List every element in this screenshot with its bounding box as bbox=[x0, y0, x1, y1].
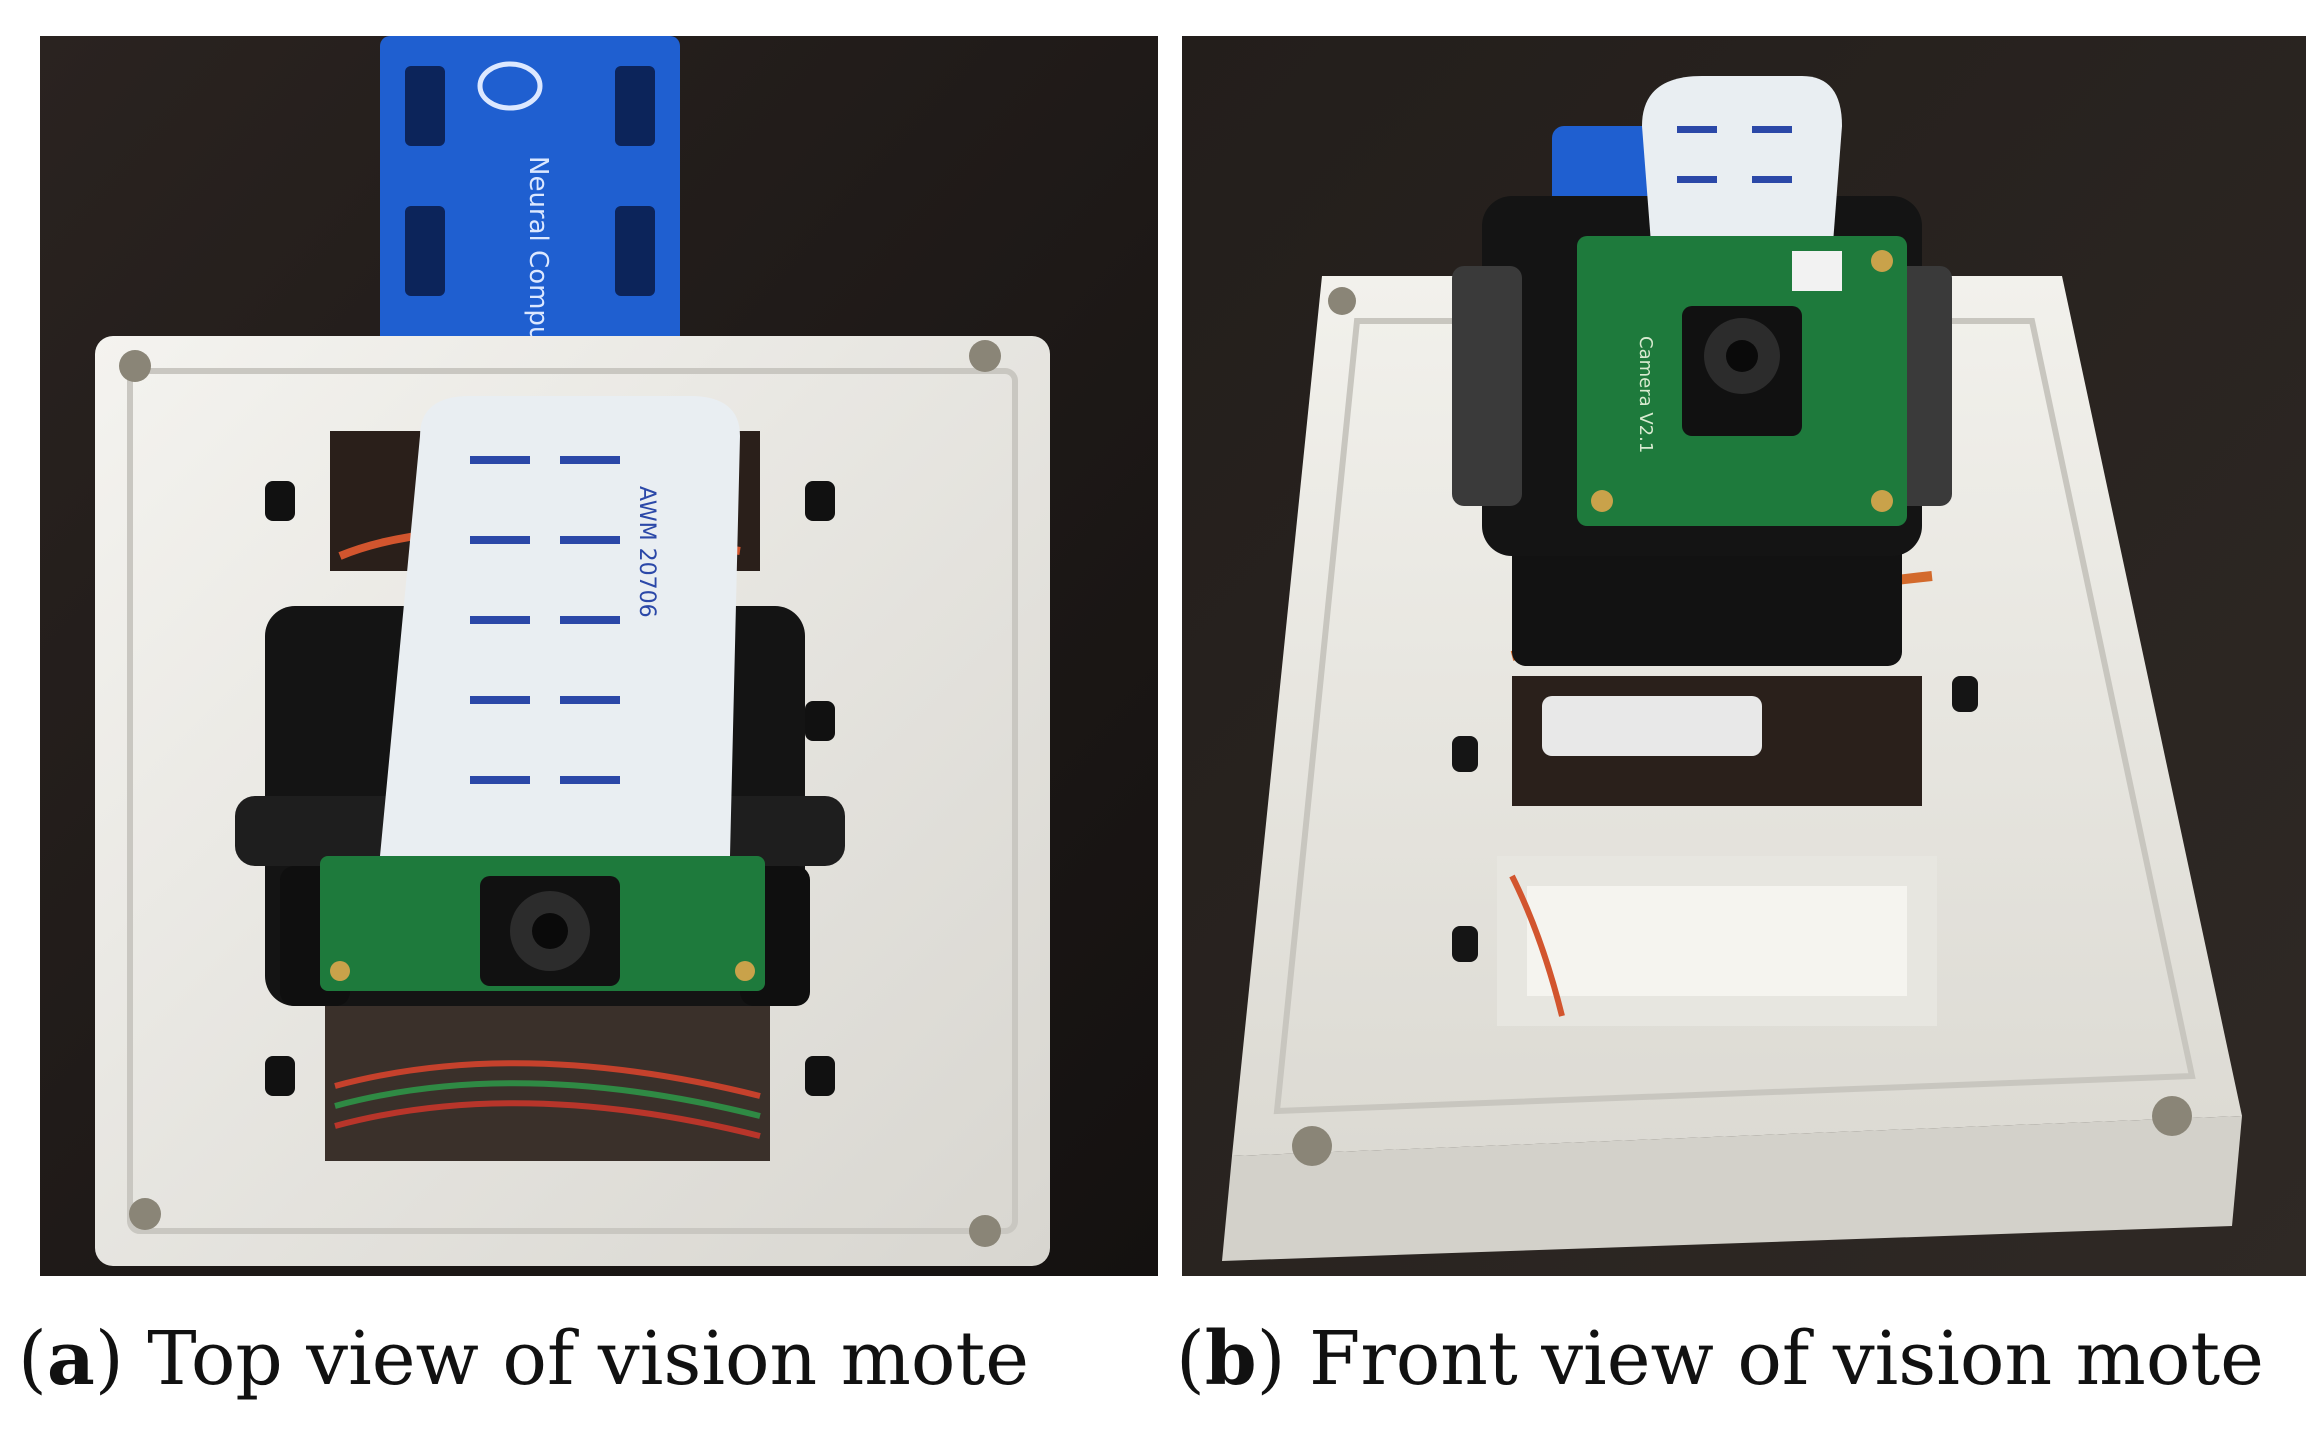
caption-front-view: (b) Front view of vision mote bbox=[1176, 1316, 2264, 1402]
photo-top-view: Neural Compute Stick 2 bbox=[40, 36, 1158, 1276]
ribbon-cable: AWM 20706 bbox=[380, 396, 740, 856]
ribbon-code: AWM 20706 bbox=[634, 486, 659, 618]
panel-letter-a: a bbox=[46, 1316, 95, 1402]
screw-icon bbox=[1292, 1126, 1332, 1166]
screw-icon bbox=[129, 1198, 161, 1230]
screw-icon bbox=[2152, 1096, 2192, 1136]
screw-icon bbox=[1328, 287, 1356, 315]
caption-text-a: Top view of vision mote bbox=[147, 1316, 1029, 1402]
enclosure bbox=[1222, 276, 2242, 1261]
screw-icon bbox=[119, 350, 151, 382]
caption-top-view: (a) Top view of vision mote bbox=[18, 1316, 1029, 1402]
photo-front-view: Camera V2.1 bbox=[1182, 36, 2306, 1276]
camera-board: Camera V2.1 bbox=[1577, 236, 1907, 526]
caption-text-b: Front view of vision mote bbox=[1309, 1316, 2264, 1402]
screw-icon bbox=[969, 1215, 1001, 1247]
ribbon-cable bbox=[1642, 76, 1842, 256]
board-label: Camera V2.1 bbox=[1635, 336, 1656, 453]
panel-letter-b: b bbox=[1204, 1316, 1257, 1402]
qr-code bbox=[1792, 251, 1842, 291]
camera-board bbox=[320, 856, 765, 991]
front-view-illustration: Camera V2.1 bbox=[1182, 36, 2306, 1276]
top-view-illustration: Neural Compute Stick 2 bbox=[40, 36, 1158, 1276]
screw-icon bbox=[969, 340, 1001, 372]
